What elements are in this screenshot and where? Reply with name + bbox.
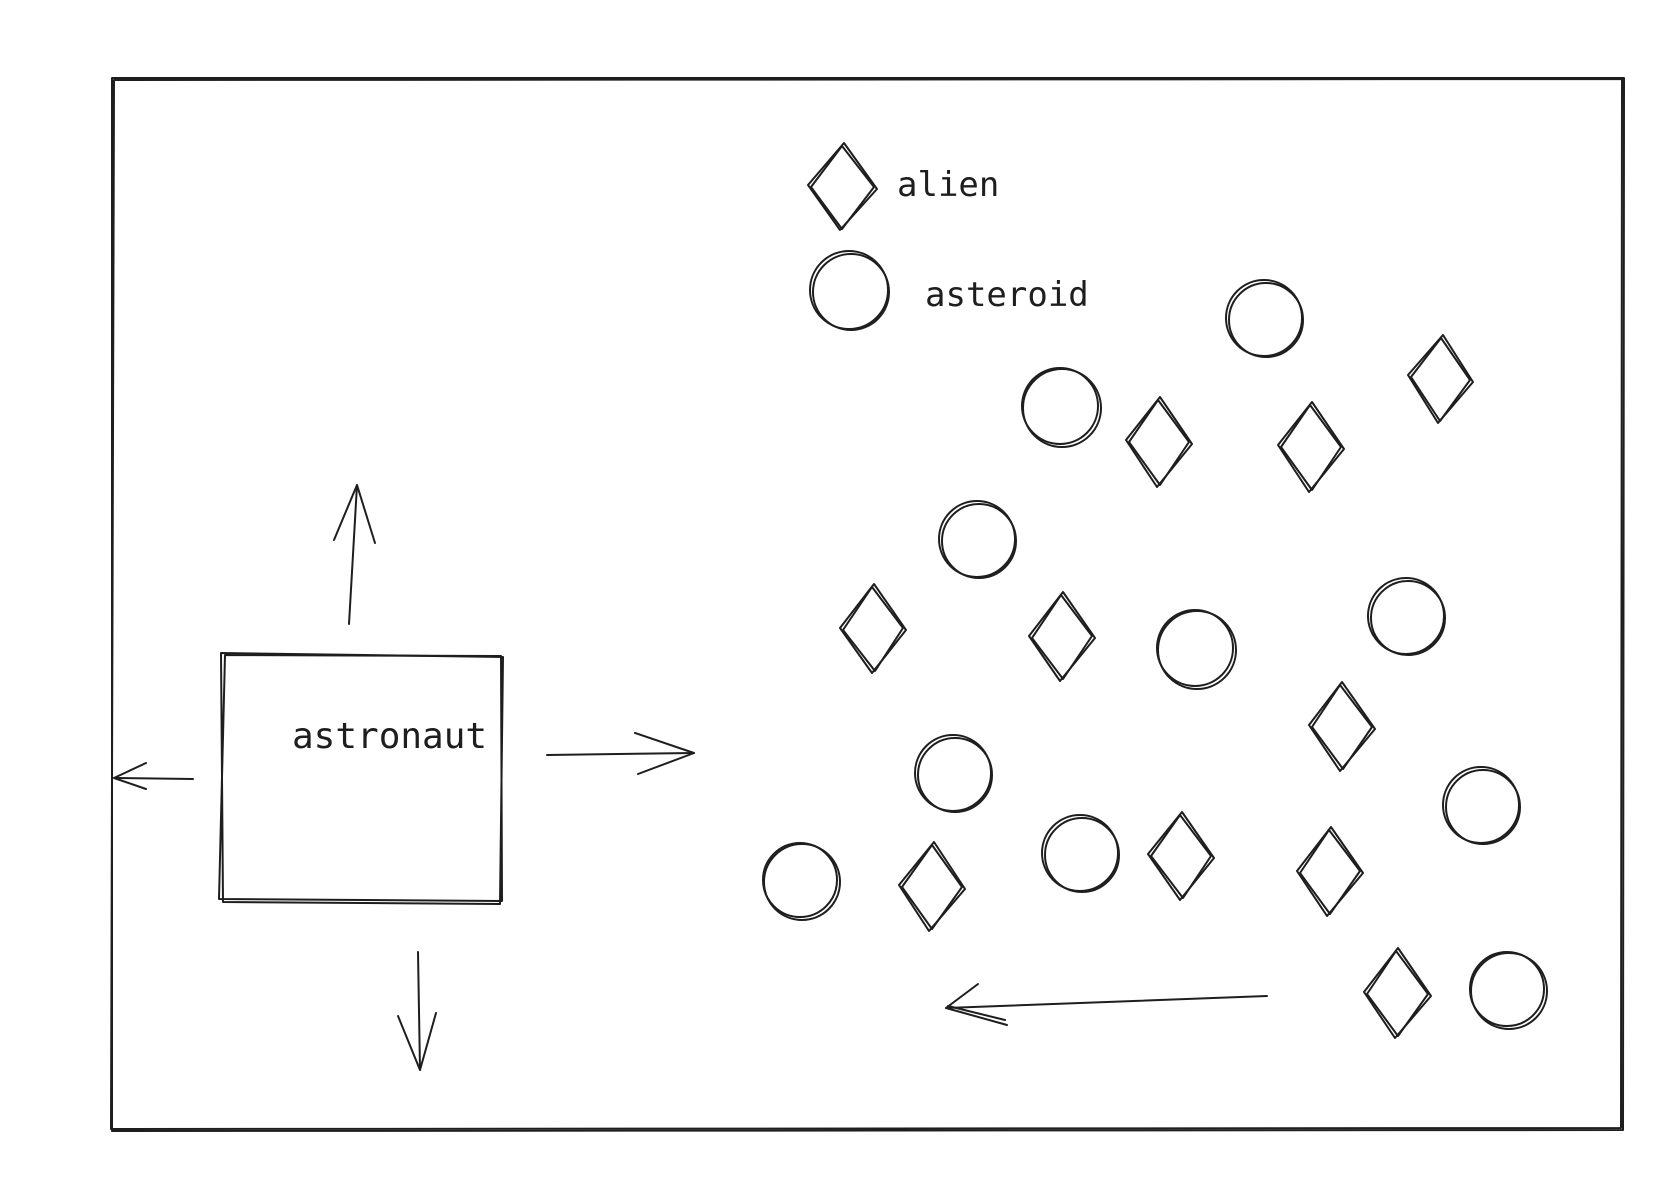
arrow-up-icon bbox=[333, 484, 376, 625]
arrow-down-icon bbox=[397, 951, 437, 1071]
asteroid-field bbox=[762, 279, 1548, 1030]
astronaut-label: astronaut bbox=[292, 716, 487, 757]
arrow-right-icon bbox=[546, 732, 695, 775]
alien-icon bbox=[1308, 681, 1376, 772]
asteroid-icon bbox=[1225, 279, 1304, 358]
asteroid-icon bbox=[938, 500, 1017, 579]
alien-field bbox=[839, 334, 1474, 1039]
asteroid-icon bbox=[1469, 951, 1548, 1030]
alien-icon bbox=[1277, 401, 1345, 493]
astronaut-box bbox=[218, 652, 504, 905]
alien-icon bbox=[1028, 591, 1096, 682]
alien-icon bbox=[1147, 811, 1215, 901]
asteroid-icon bbox=[914, 734, 993, 813]
legend-alien-label: alien bbox=[897, 165, 999, 205]
asteroid-icon bbox=[1156, 609, 1237, 690]
legend: alien asteroid bbox=[807, 142, 1089, 331]
alien-icon bbox=[839, 583, 907, 674]
alien-icon bbox=[1125, 396, 1193, 488]
alien-icon bbox=[1363, 947, 1432, 1039]
legend-asteroid-circle-icon bbox=[809, 250, 890, 331]
asteroid-icon bbox=[1021, 367, 1102, 448]
asteroid-icon bbox=[1442, 766, 1521, 845]
arrow-incoming-left-icon bbox=[945, 983, 1268, 1026]
playfield-border bbox=[110, 77, 1625, 1132]
legend-asteroid-label: asteroid bbox=[925, 275, 1089, 315]
arrow-left-icon bbox=[113, 762, 194, 790]
alien-icon bbox=[898, 841, 966, 932]
asteroid-icon bbox=[762, 842, 841, 921]
asteroid-icon bbox=[1367, 577, 1446, 656]
alien-icon bbox=[1296, 826, 1364, 917]
alien-icon bbox=[1407, 334, 1474, 424]
legend-alien-diamond-icon bbox=[807, 142, 878, 231]
asteroid-icon bbox=[1041, 814, 1120, 893]
